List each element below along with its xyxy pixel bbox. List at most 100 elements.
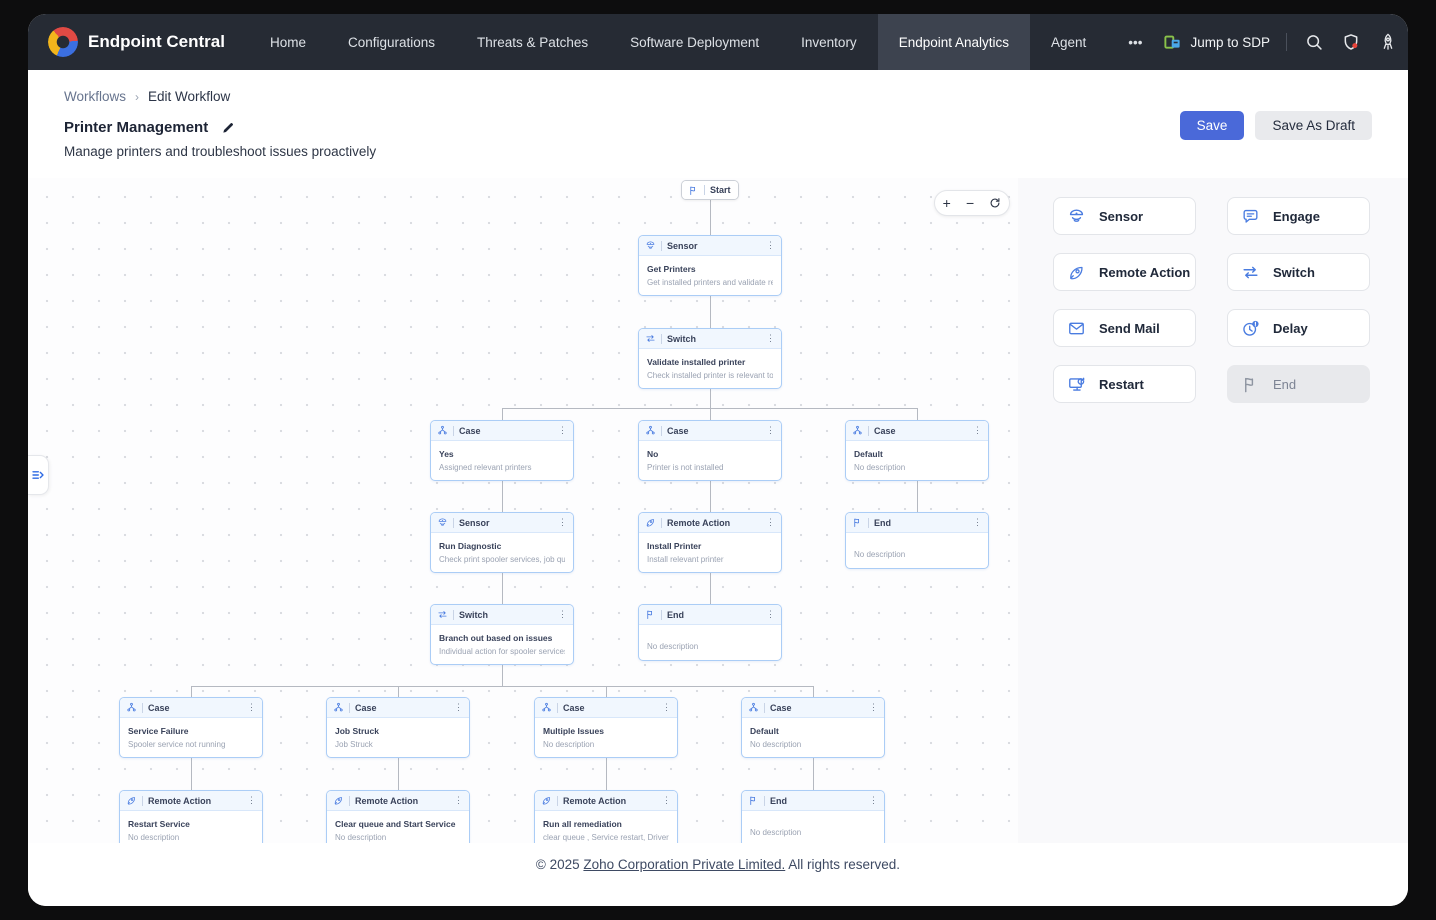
footer: © 2025 Zoho Corporation Private Limited.… xyxy=(28,843,1408,906)
whats-new-rocket-icon[interactable] xyxy=(1377,32,1398,53)
nav-item-endpoint-analytics[interactable]: Endpoint Analytics xyxy=(877,14,1031,70)
palette-item-restart[interactable]: Restart xyxy=(1053,365,1196,403)
workflow-node-end-2[interactable]: End⋮No description xyxy=(638,604,782,661)
edit-title-pencil-icon[interactable] xyxy=(221,121,235,135)
connector-line xyxy=(502,408,917,409)
nav-item-more[interactable]: ••• xyxy=(1128,34,1143,50)
node-menu-icon[interactable]: ⋮ xyxy=(247,795,256,805)
palette-item-remote-action[interactable]: Remote Action xyxy=(1053,253,1196,291)
palette-item-sensor[interactable]: Sensor xyxy=(1053,197,1196,235)
node-title: Job Struck xyxy=(335,726,379,736)
node-menu-icon[interactable]: ⋮ xyxy=(662,702,671,712)
node-menu-icon[interactable]: ⋮ xyxy=(454,702,463,712)
case-icon xyxy=(541,702,552,713)
zoom-in-button[interactable]: + xyxy=(942,195,951,211)
zoom-out-button[interactable]: − xyxy=(965,195,975,211)
header-divider xyxy=(557,702,558,713)
node-menu-icon[interactable]: ⋮ xyxy=(247,702,256,712)
node-type-label: Sensor xyxy=(667,240,698,251)
node-title: Install Printer xyxy=(647,541,702,551)
palette-item-switch[interactable]: Switch xyxy=(1227,253,1370,291)
node-menu-icon[interactable]: ⋮ xyxy=(869,795,878,805)
node-menu-icon[interactable]: ⋮ xyxy=(766,333,775,343)
connector-line xyxy=(710,476,711,512)
nav-item-agent[interactable]: Agent xyxy=(1051,34,1087,50)
node-menu-icon[interactable]: ⋮ xyxy=(454,795,463,805)
node-menu-icon[interactable]: ⋮ xyxy=(558,517,567,527)
node-menu-icon[interactable]: ⋮ xyxy=(973,425,982,435)
copyright-suffix: All rights reserved. xyxy=(785,857,901,872)
nav-item-home[interactable]: Home xyxy=(269,34,306,50)
reset-view-icon[interactable] xyxy=(987,197,1003,209)
rocket-icon xyxy=(126,795,137,806)
node-title: Get Printers xyxy=(647,264,696,274)
palette-item-label: Sensor xyxy=(1099,208,1144,224)
node-menu-icon[interactable]: ⋮ xyxy=(558,609,567,619)
workflow-node-start[interactable]: Start xyxy=(681,180,739,200)
nav-item-inventory[interactable]: Inventory xyxy=(801,34,857,50)
sensor-icon xyxy=(1067,207,1086,226)
nav-item-configurations[interactable]: Configurations xyxy=(347,34,436,50)
palette-item-label: Switch xyxy=(1273,264,1315,280)
node-menu-icon[interactable]: ⋮ xyxy=(766,240,775,250)
palette-item-engage[interactable]: Engage xyxy=(1227,197,1370,235)
nav-item-software-deployment[interactable]: Software Deployment xyxy=(630,34,760,50)
workflow-node-end-1[interactable]: End⋮No description xyxy=(845,512,989,569)
header-divider xyxy=(661,425,662,436)
jump-to-sdp-button[interactable]: Jump to SDP xyxy=(1163,33,1270,52)
connector-line xyxy=(917,408,918,420)
connector-line xyxy=(710,408,711,420)
node-description: No description xyxy=(854,463,906,472)
node-menu-icon[interactable]: ⋮ xyxy=(766,425,775,435)
palette-item-label: Delay xyxy=(1273,320,1308,336)
flag-icon xyxy=(748,795,759,806)
connector-line xyxy=(710,291,711,328)
brand[interactable]: Endpoint Central xyxy=(28,14,249,70)
rocket-icon xyxy=(1067,263,1086,282)
node-menu-icon[interactable]: ⋮ xyxy=(766,517,775,527)
node-title: Default xyxy=(854,449,883,459)
header-divider xyxy=(453,609,454,620)
node-type-label: Remote Action xyxy=(148,795,212,806)
palette-item-send-mail[interactable]: Send Mail xyxy=(1053,309,1196,347)
save-button[interactable]: Save xyxy=(1179,111,1245,140)
header-divider xyxy=(868,425,869,436)
connector-line xyxy=(710,568,711,604)
expand-panel-toggle[interactable] xyxy=(28,455,49,495)
header-divider xyxy=(453,517,454,528)
case-icon xyxy=(437,425,448,436)
node-menu-icon[interactable]: ⋮ xyxy=(558,425,567,435)
workflow-node-end-3[interactable]: End⋮No description xyxy=(741,790,885,843)
node-menu-icon[interactable]: ⋮ xyxy=(766,609,775,619)
nav-item-threats-patches[interactable]: Threats & Patches xyxy=(477,34,589,50)
breadcrumb-workflows-link[interactable]: Workflows xyxy=(64,89,127,104)
search-icon[interactable] xyxy=(1303,32,1324,53)
node-type-label: Switch xyxy=(667,333,697,344)
save-as-draft-button[interactable]: Save As Draft xyxy=(1255,111,1372,140)
node-menu-icon[interactable]: ⋮ xyxy=(973,517,982,527)
rocket-icon xyxy=(645,517,656,528)
palette-item-delay[interactable]: Delay xyxy=(1227,309,1370,347)
workflow-node-ra-clear-queue[interactable]: Remote Action⋮Clear queue and Start Serv… xyxy=(326,790,470,843)
zoho-link[interactable]: Zoho Corporation Private Limited. xyxy=(583,857,786,872)
rocket-icon xyxy=(333,795,344,806)
node-menu-icon[interactable]: ⋮ xyxy=(869,702,878,712)
node-menu-icon[interactable]: ⋮ xyxy=(662,795,671,805)
security-shield-icon[interactable] xyxy=(1340,32,1361,53)
